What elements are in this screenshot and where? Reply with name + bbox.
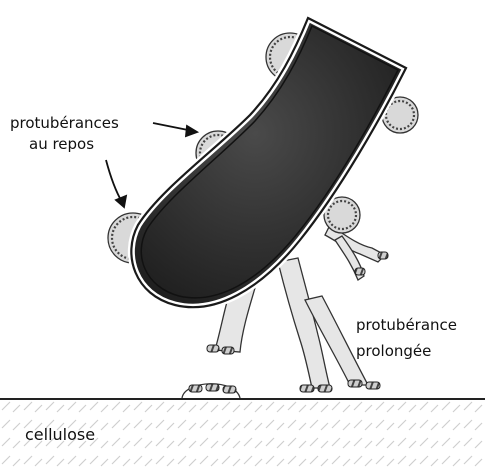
resting-protuberances-label-line2: au repos bbox=[29, 134, 94, 155]
extended-protuberance-label-line1: protubérance bbox=[356, 315, 457, 336]
cellulose-label: cellulose bbox=[25, 424, 95, 445]
arrow-to-resting-2 bbox=[106, 160, 126, 207]
surface-protuberance bbox=[182, 384, 240, 398]
resting-protuberances-label-line1: protubérances bbox=[10, 113, 119, 134]
extended-protuberance-label-line2: prolongée bbox=[356, 341, 431, 362]
arrow-to-resting-1 bbox=[153, 123, 197, 136]
